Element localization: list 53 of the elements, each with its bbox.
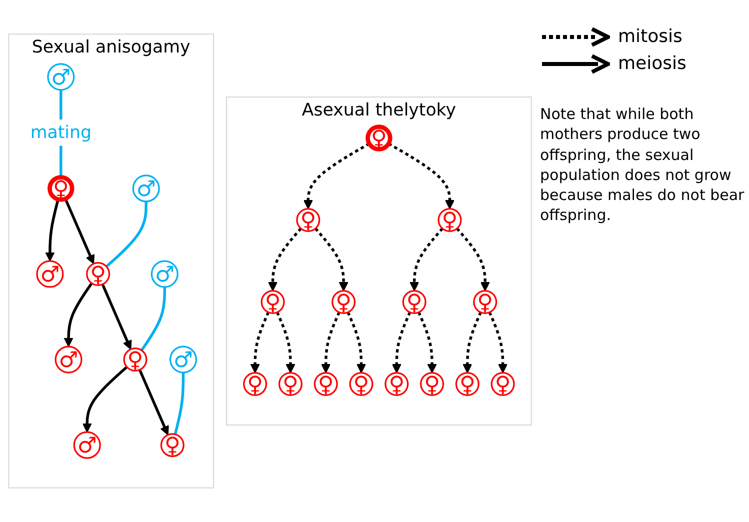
arrow (388, 142, 454, 210)
arrow (392, 312, 412, 374)
edge-label: mating (30, 122, 92, 142)
connector (106, 201, 148, 268)
arrow (346, 312, 366, 374)
arrow (64, 198, 95, 264)
arrow (276, 312, 296, 374)
arrow (250, 312, 270, 374)
node-circle: ♀ (243, 372, 268, 396)
arrow (314, 228, 348, 292)
legend-label: mitosis (618, 26, 682, 47)
node-circle: ♀ (473, 290, 498, 314)
legend-label: meiosis (618, 53, 686, 74)
node-circle: ♂ (47, 63, 75, 91)
node-circle: ♀ (438, 208, 462, 232)
caption: Note that while both mothers produce two offspring, the sexual population does not grow because males do not bear offspring. (540, 104, 745, 226)
node-circle: ♀ (455, 372, 480, 396)
node-circle: ♀ (349, 372, 374, 396)
node-circle: ♀ (48, 175, 74, 202)
node-circle: ♂ (73, 431, 101, 459)
arrow (321, 312, 340, 374)
node-circle: ♀ (260, 290, 285, 314)
arrow (268, 228, 302, 292)
node-circle: ♀ (332, 290, 356, 314)
node-circle: ♂ (150, 260, 178, 288)
node-circle: ♀ (160, 433, 184, 458)
arrow (456, 228, 490, 292)
node-circle: ♀ (490, 372, 515, 396)
node-circle: ♂ (132, 174, 160, 202)
node-circle: ♀ (278, 372, 302, 396)
connector (140, 286, 166, 352)
arrow (82, 366, 128, 433)
node-circle: ♀ (296, 208, 320, 232)
node-circle: ♀ (123, 348, 148, 372)
arrow (138, 369, 169, 436)
node-circle: ♀ (366, 124, 392, 152)
arrow (45, 198, 60, 262)
arrow (410, 228, 444, 292)
arrow (462, 312, 482, 374)
node-circle: ♀ (384, 372, 409, 396)
arrow (418, 312, 437, 374)
node-circle: ♀ (402, 290, 426, 314)
node-circle: ♂ (36, 260, 64, 288)
node-circle: ♀ (420, 372, 444, 396)
connector (174, 372, 185, 435)
arrow (303, 142, 370, 210)
node-circle: ♀ (86, 262, 110, 286)
node-circle: ♂ (54, 346, 82, 374)
arrow (64, 282, 93, 347)
arrow (488, 312, 508, 374)
arrow (101, 284, 132, 350)
node-circle: ♀ (314, 372, 338, 396)
node-circle: ♂ (169, 346, 198, 374)
